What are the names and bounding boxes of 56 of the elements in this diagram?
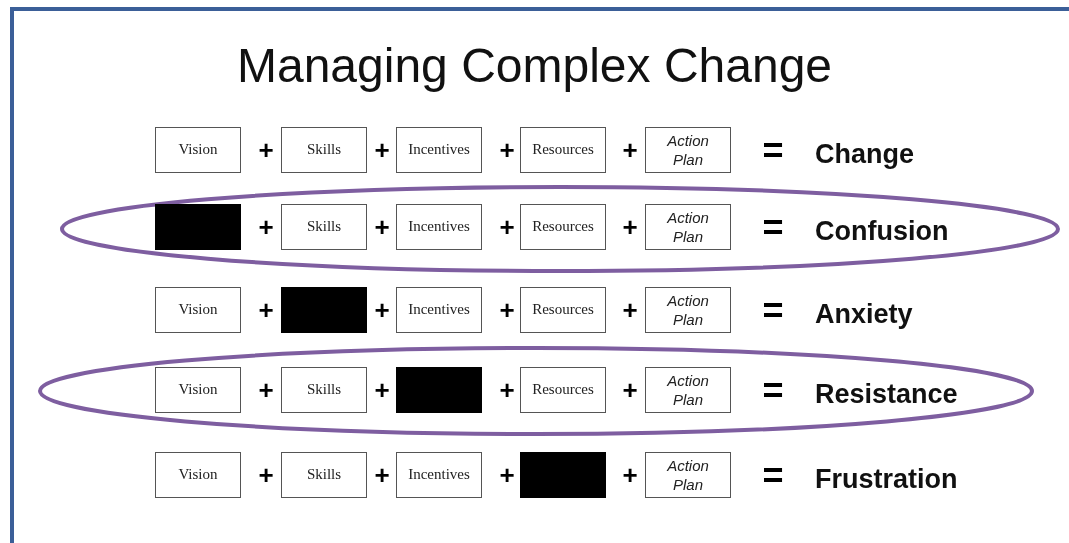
plus-sign: + xyxy=(374,462,390,488)
plus-sign: + xyxy=(258,297,274,323)
plus-sign: + xyxy=(499,297,515,323)
factor-box: Incentives xyxy=(396,127,482,173)
plus-sign: + xyxy=(374,297,390,323)
factor-box: Action Plan xyxy=(645,367,731,413)
plus-sign: + xyxy=(499,462,515,488)
plus-sign: + xyxy=(622,214,638,240)
plus-sign: + xyxy=(258,377,274,403)
blacked-out-box xyxy=(396,367,482,413)
result-label: Resistance xyxy=(815,380,958,408)
factor-box: Action Plan xyxy=(645,287,731,333)
equals-sign: = xyxy=(762,373,784,409)
plus-sign: + xyxy=(499,137,515,163)
factor-box: Vision xyxy=(155,127,241,173)
factor-box: Action Plan xyxy=(645,204,731,250)
factor-box: Action Plan xyxy=(645,452,731,498)
plus-sign: + xyxy=(374,137,390,163)
result-label: Confusion xyxy=(815,217,949,245)
plus-sign: + xyxy=(622,377,638,403)
plus-sign: + xyxy=(499,377,515,403)
plus-sign: + xyxy=(374,377,390,403)
equals-sign: = xyxy=(762,293,784,329)
plus-sign: + xyxy=(622,137,638,163)
result-label: Frustration xyxy=(815,465,958,493)
factor-box: Incentives xyxy=(396,287,482,333)
plus-sign: + xyxy=(499,214,515,240)
blacked-out-box xyxy=(155,204,241,250)
plus-sign: + xyxy=(258,214,274,240)
result-label: Change xyxy=(815,140,914,168)
factor-box: Resources xyxy=(520,204,606,250)
factor-box: Vision xyxy=(155,367,241,413)
result-label: Anxiety xyxy=(815,300,913,328)
title: Managing Complex Change xyxy=(236,38,833,93)
plus-sign: + xyxy=(258,462,274,488)
blacked-out-box xyxy=(281,287,367,333)
factor-box: Vision xyxy=(155,452,241,498)
equals-sign: = xyxy=(762,210,784,246)
factor-box: Resources xyxy=(520,287,606,333)
plus-sign: + xyxy=(374,214,390,240)
equals-sign: = xyxy=(762,133,784,169)
factor-box: Resources xyxy=(520,367,606,413)
blacked-out-box xyxy=(520,452,606,498)
factor-box: Incentives xyxy=(396,204,482,250)
factor-box: Skills xyxy=(281,452,367,498)
equals-sign: = xyxy=(762,458,784,494)
factor-box: Skills xyxy=(281,127,367,173)
factor-box: Action Plan xyxy=(645,127,731,173)
plus-sign: + xyxy=(622,297,638,323)
factor-box: Skills xyxy=(281,204,367,250)
factor-box: Vision xyxy=(155,287,241,333)
plus-sign: + xyxy=(258,137,274,163)
plus-sign: + xyxy=(622,462,638,488)
factor-box: Skills xyxy=(281,367,367,413)
factor-box: Incentives xyxy=(396,452,482,498)
factor-box: Resources xyxy=(520,127,606,173)
